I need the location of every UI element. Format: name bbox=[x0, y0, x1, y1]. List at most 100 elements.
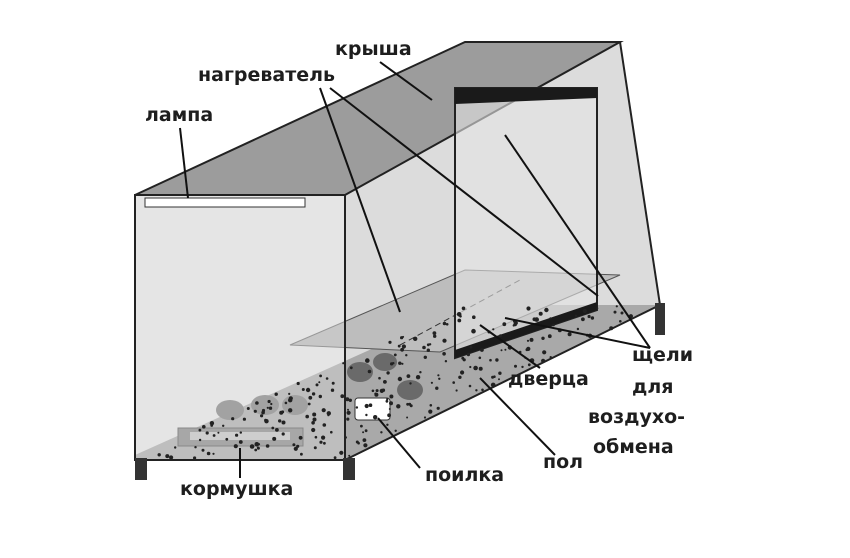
litter-speck bbox=[254, 448, 258, 452]
litter-speck bbox=[534, 317, 539, 322]
litter-speck bbox=[260, 414, 264, 418]
litter-speck bbox=[312, 412, 317, 417]
litter-speck bbox=[492, 328, 495, 331]
litter-speck bbox=[596, 307, 599, 310]
litter-speck bbox=[323, 441, 326, 445]
litter-speck bbox=[235, 433, 239, 437]
litter-speck bbox=[327, 414, 330, 417]
litter-speck bbox=[217, 431, 220, 434]
litter-speck bbox=[268, 406, 273, 410]
litter-speck bbox=[433, 334, 437, 338]
litter-speck bbox=[206, 451, 211, 456]
litter-speck bbox=[340, 394, 345, 399]
litter-speck bbox=[394, 429, 397, 432]
litter-speck bbox=[293, 446, 298, 451]
leg bbox=[655, 303, 665, 335]
litter-speck bbox=[205, 431, 209, 435]
litter-speck bbox=[475, 389, 478, 392]
litter-speck bbox=[309, 397, 312, 400]
litter-speck bbox=[386, 398, 389, 401]
litter-speck bbox=[442, 338, 447, 343]
litter-speck bbox=[365, 413, 368, 417]
litter-speck bbox=[311, 427, 316, 433]
litter-speck bbox=[432, 331, 437, 335]
litter-speck bbox=[274, 392, 278, 396]
litter-speck bbox=[574, 314, 578, 317]
litter-speck bbox=[242, 417, 246, 421]
litter-speck bbox=[284, 401, 288, 405]
litter-speck bbox=[330, 388, 335, 392]
litter-speck bbox=[615, 305, 618, 308]
litter-speck bbox=[514, 364, 517, 368]
litter-speck bbox=[389, 394, 394, 399]
litter-speck bbox=[392, 362, 395, 365]
litter-speck bbox=[581, 317, 585, 322]
litter-speck bbox=[311, 421, 315, 425]
litter-speck bbox=[272, 436, 277, 441]
litter-speck bbox=[385, 399, 389, 403]
litter-speck bbox=[504, 348, 507, 351]
litter-speck bbox=[489, 358, 492, 362]
litter-speck bbox=[493, 375, 496, 379]
litter-speck bbox=[298, 435, 303, 440]
litter-speck bbox=[620, 311, 624, 315]
litter-speck bbox=[296, 381, 300, 386]
litter-speck bbox=[288, 408, 293, 413]
litter-speck bbox=[249, 444, 255, 449]
litter-speck bbox=[401, 362, 404, 365]
litter-speck bbox=[315, 383, 319, 387]
litter-speck bbox=[512, 324, 515, 327]
litter-speck bbox=[409, 382, 412, 385]
litter-speck bbox=[469, 345, 473, 349]
litter-speck bbox=[231, 417, 235, 421]
litter-speck bbox=[225, 437, 229, 441]
litter-speck bbox=[400, 347, 404, 352]
litter-speck bbox=[265, 444, 270, 448]
litter-speck bbox=[314, 435, 318, 439]
bottom-slit bbox=[455, 302, 597, 358]
litter-speck bbox=[239, 431, 242, 434]
litter-speck bbox=[388, 408, 391, 410]
litter-speck bbox=[266, 406, 269, 409]
litter-speck bbox=[386, 371, 390, 375]
litter-speck bbox=[415, 375, 421, 380]
litter-speck bbox=[202, 425, 206, 429]
litter-speck bbox=[547, 334, 552, 339]
litter-speck bbox=[442, 352, 446, 356]
litter-speck bbox=[541, 358, 546, 363]
litter-speck bbox=[428, 409, 433, 414]
label-feeder: кормушка bbox=[180, 478, 294, 500]
litter-speck bbox=[386, 423, 389, 426]
lamp bbox=[144, 197, 306, 208]
litter-speck bbox=[466, 352, 471, 357]
litter-speck bbox=[368, 403, 373, 408]
litter-speck bbox=[445, 323, 449, 326]
litter-speck bbox=[375, 389, 379, 393]
litter-speck bbox=[212, 452, 215, 455]
litter-speck bbox=[499, 334, 502, 338]
litter-speck bbox=[587, 314, 591, 319]
litter-speck bbox=[409, 404, 413, 408]
litter-speck bbox=[330, 430, 333, 434]
litter-speck bbox=[253, 409, 257, 413]
litter-speck bbox=[437, 374, 440, 377]
litter-speck bbox=[422, 345, 426, 350]
litter-speck bbox=[388, 340, 392, 344]
litter-speck bbox=[281, 432, 285, 436]
litter-speck bbox=[321, 408, 326, 413]
litter-speck bbox=[255, 401, 259, 405]
leg bbox=[135, 458, 147, 480]
litter-speck bbox=[261, 410, 265, 415]
litter-speck bbox=[459, 315, 462, 318]
litter-speck bbox=[544, 307, 549, 313]
litter-speck bbox=[355, 406, 359, 409]
litter-speck bbox=[362, 431, 365, 434]
litter-speck bbox=[389, 401, 393, 406]
litter-speck bbox=[201, 448, 205, 452]
litter-speck bbox=[367, 369, 372, 374]
litter-speck bbox=[419, 371, 422, 374]
litter-speck bbox=[281, 410, 285, 414]
litter-speck bbox=[307, 402, 311, 406]
label-lamp: лампа bbox=[145, 104, 214, 126]
litter-speck bbox=[430, 381, 433, 384]
